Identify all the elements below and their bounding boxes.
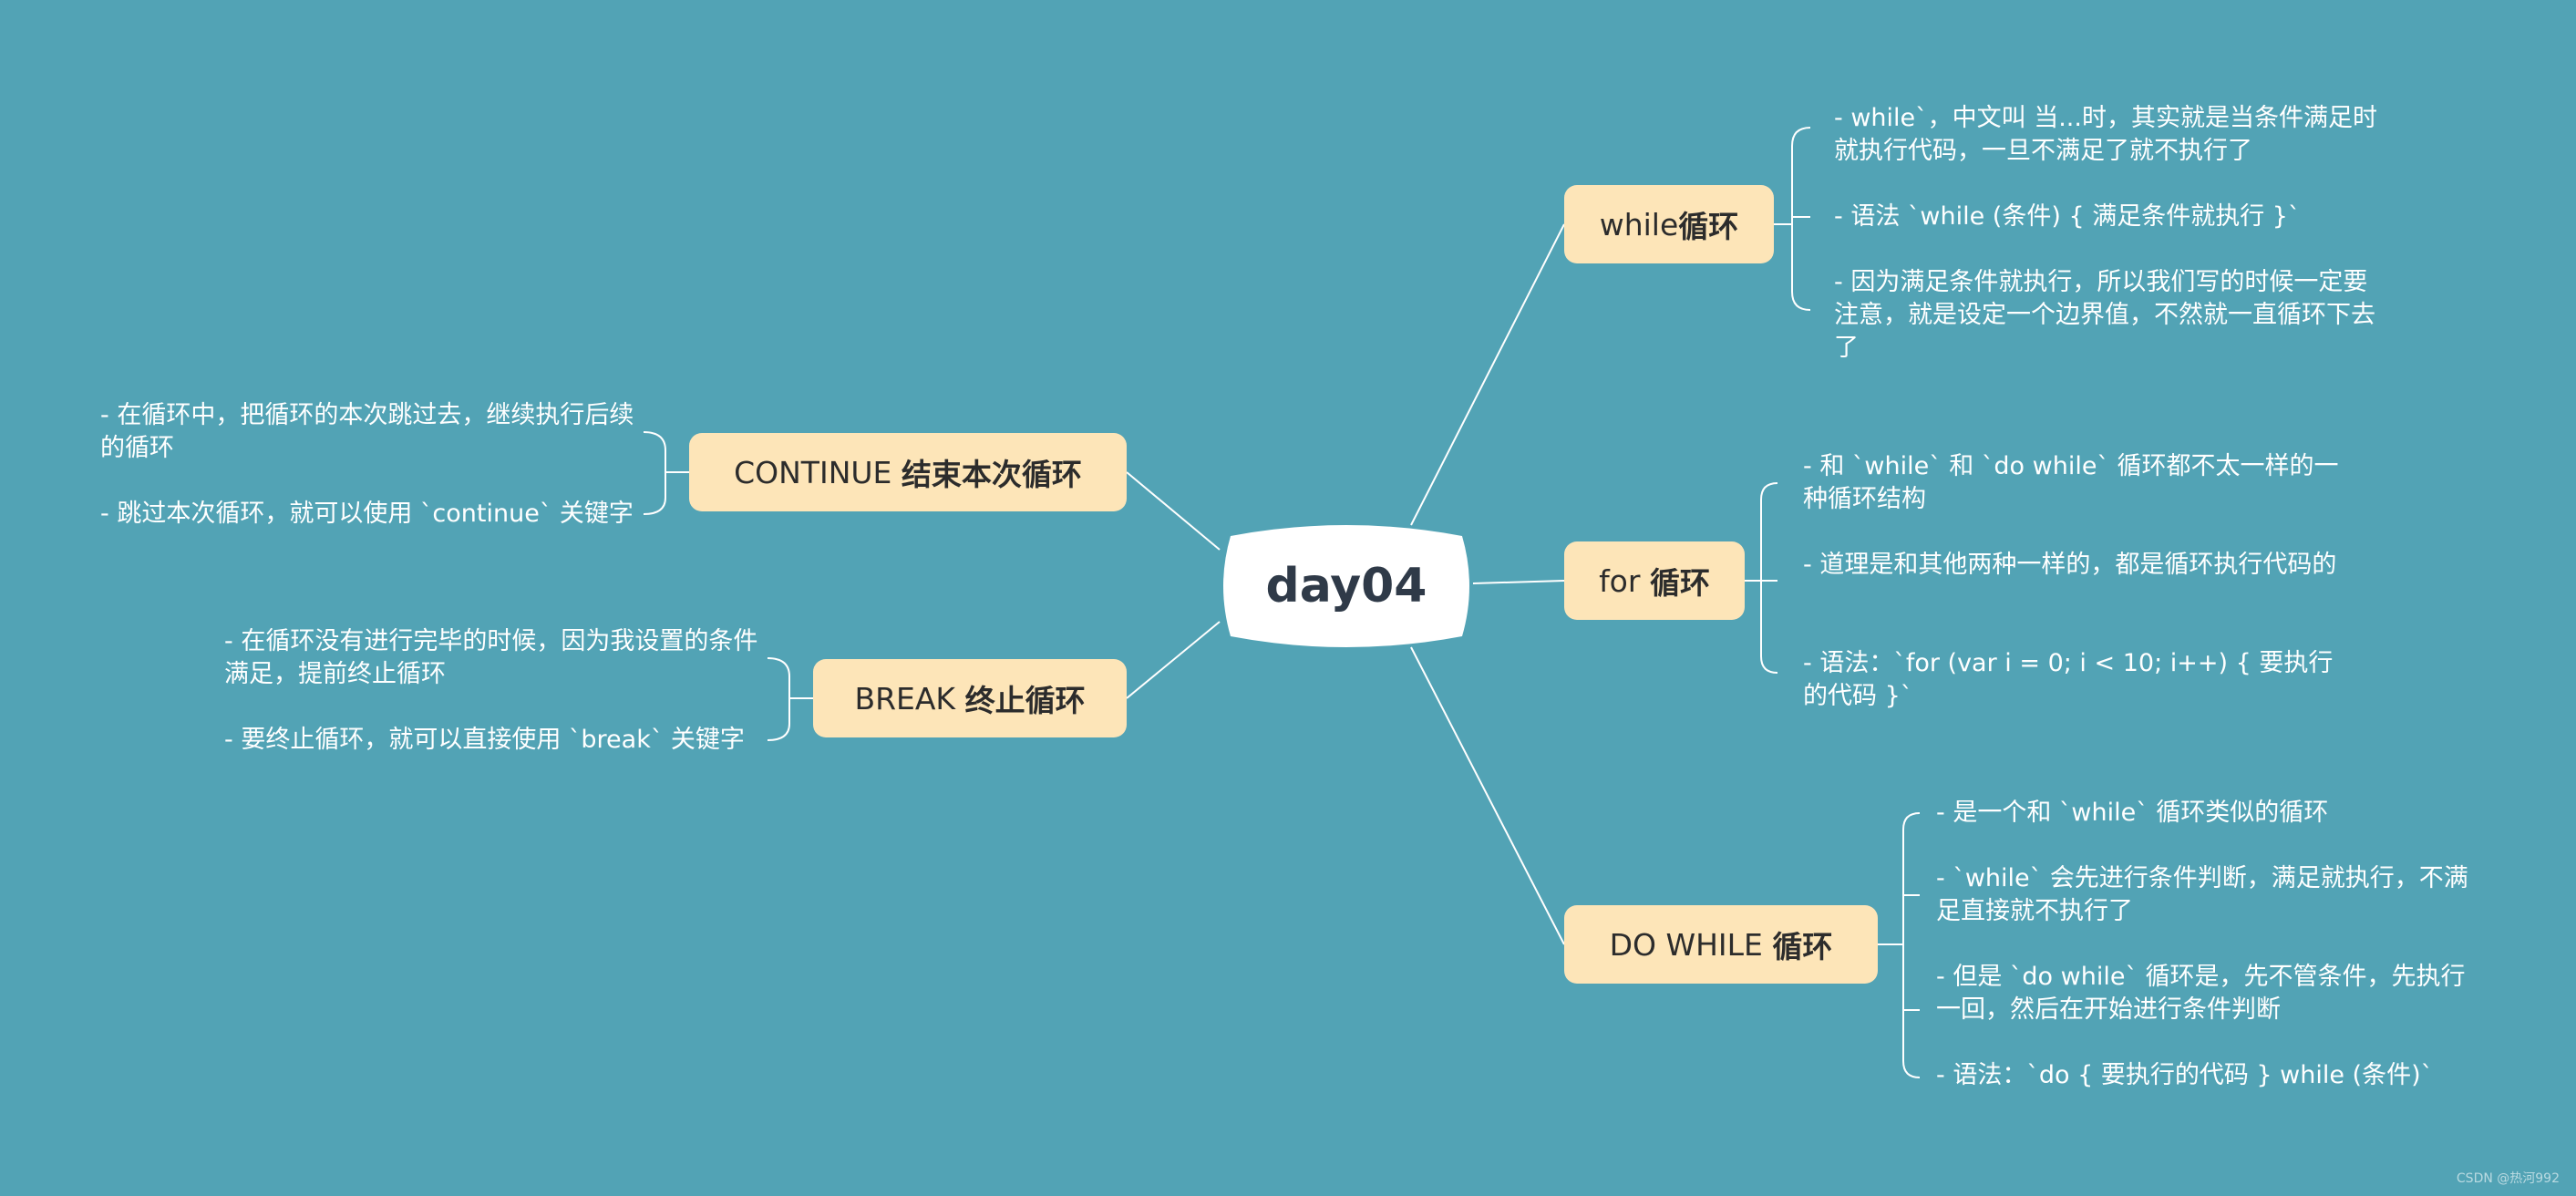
connector-central-dowhile (1410, 646, 1565, 945)
note-break-2: - 要终止循环，就可以直接使用 `break` 关键字 (224, 726, 745, 754)
note-continue-1: - 在循环中，把循环的本次跳过去，继续执行后续的循环 (100, 401, 634, 462)
brace-for (1745, 482, 1778, 674)
connector-central-while (1410, 223, 1565, 526)
note-for-1: - 和 `while` 和 `do while` 循环都不太一样的一种循环结构 (1803, 452, 2339, 513)
note-while-3: - 因为满足条件就执行，所以我们写的时候一定要注意，就是设定一个边界值，不然就一… (1834, 268, 2375, 362)
topic-for-prefix: for (1599, 562, 1650, 599)
topic-for-bold: 循环 (1649, 565, 1710, 601)
topic-dowhile-prefix: DO WHILE (1609, 926, 1773, 963)
topic-continue-bold: 结束本次循环 (901, 457, 1082, 492)
note-dowhile-3: - 但是 `do while` 循环是，先不管条件，先执行一回，然后在开始进行条… (1936, 963, 2466, 1024)
topic-for-loop[interactable]: for 循环 (1564, 541, 1745, 620)
watermark: CSDN @热河992 (2456, 1171, 2560, 1186)
topic-break-bold: 终止循环 (964, 683, 1086, 718)
central-node[interactable]: day04 (1220, 520, 1473, 653)
topic-dowhile-bold: 循环 (1772, 929, 1833, 964)
note-break-1: - 在循环没有进行完毕的时候，因为我设置的条件满足，提前终止循环 (224, 627, 758, 688)
connector-central-for (1472, 580, 1565, 584)
topic-while-prefix: while (1599, 206, 1679, 242)
brace-while (1774, 127, 1811, 311)
brace-break (767, 657, 813, 741)
brace-continue (643, 431, 689, 515)
topic-break-prefix: BREAK (854, 680, 965, 717)
connector-central-break (1126, 621, 1221, 699)
note-continue-2: - 跳过本次循环，就可以使用 `continue` 关键字 (100, 500, 634, 528)
note-dowhile-4: - 语法：`do { 要执行的代码 } while (条件)` (1936, 1061, 2434, 1089)
topic-do-while-loop[interactable]: DO WHILE 循环 (1564, 905, 1878, 984)
note-dowhile-1: - 是一个和 `while` 循环类似的循环 (1936, 799, 2329, 827)
connector-central-continue (1126, 471, 1221, 551)
note-for-3: - 语法：`for (var i = 0; i < 10; i++) { 要执行… (1803, 649, 2334, 710)
brace-dowhile (1878, 812, 1921, 1078)
note-dowhile-2: - `while` 会先进行条件判断，满足就执行，不满足直接就不执行了 (1936, 864, 2468, 925)
topic-while-bold: 循环 (1678, 209, 1739, 244)
note-while-2: - 语法 `while (条件) { 满足条件就执行 }` (1834, 202, 2301, 231)
note-while-1: - while`，中文叫 当...时，其实就是当条件满足时就执行代码，一旦不满足… (1834, 104, 2377, 165)
topic-break[interactable]: BREAK 终止循环 (813, 659, 1127, 737)
topic-continue[interactable]: CONTINUE 结束本次循环 (689, 433, 1127, 511)
central-node-shape (1223, 525, 1469, 647)
note-for-2: - 道理是和其他两种一样的，都是循环执行代码的 (1803, 551, 2337, 579)
topic-continue-prefix: CONTINUE (734, 454, 902, 490)
central-node-label: day04 (1265, 559, 1427, 613)
